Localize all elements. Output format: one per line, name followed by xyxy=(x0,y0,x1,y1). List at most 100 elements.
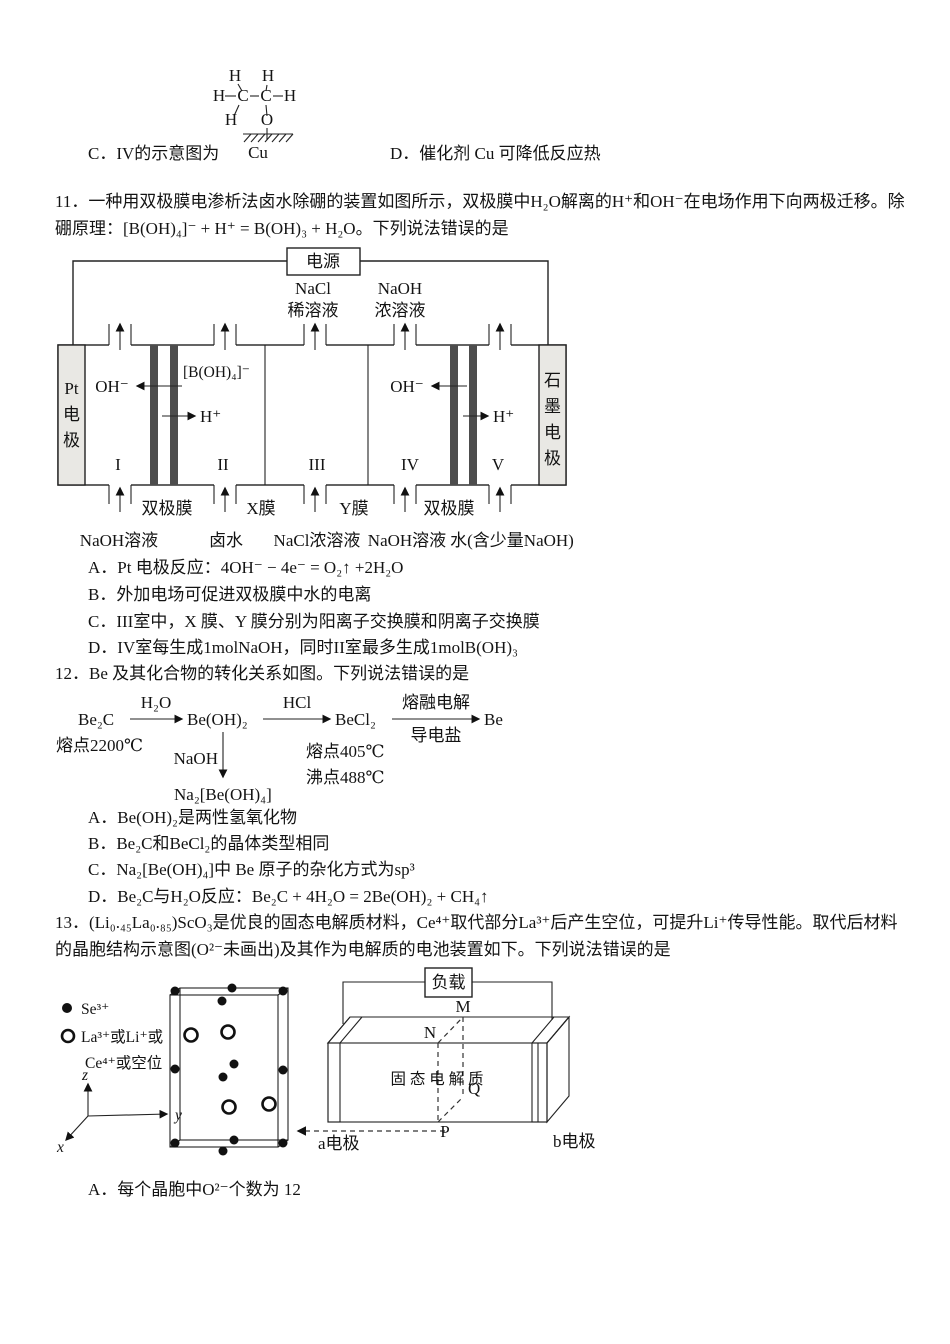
electrode-b-label: b电极 xyxy=(553,1132,596,1151)
membrane-label: 双极膜 xyxy=(142,499,193,518)
ethoxide-structure-figure: H H H C C H H O Cu xyxy=(213,66,296,162)
atom-label-h: H xyxy=(213,86,225,105)
legend-open-dot xyxy=(60,1028,76,1044)
electrodialysis-figure: 电源 NaCl 稀溶液 NaOH 浓溶液 Pt 电 极 石 墨 电 极 O xyxy=(57,247,574,550)
node-be: Be xyxy=(484,710,503,729)
surface-hatching xyxy=(243,133,294,143)
wire-right xyxy=(360,260,549,345)
electrolyte-label: 固 态 电 解 质 xyxy=(390,1070,483,1088)
q12-stem: 12．Be 及其化合物的转化关系如图。下列说法错误的是 xyxy=(55,664,470,683)
outlet-label-naoh: 浓溶液 xyxy=(375,301,426,320)
condition-h2o: H₂O xyxy=(141,693,171,712)
axis-y-label: y xyxy=(173,1107,182,1124)
condition-hcl: HCl xyxy=(283,693,312,712)
bottom-ports xyxy=(108,482,512,512)
node-becl2: BeCl₂ xyxy=(335,710,376,729)
graphite-electrode-label: 电 xyxy=(544,423,561,442)
membrane-label: Y膜 xyxy=(339,499,368,518)
wire-left xyxy=(342,981,425,1024)
node-na2beoh4: Na₂[Be(OH)₄] xyxy=(174,785,272,804)
membrane-label: X膜 xyxy=(246,499,275,518)
graphite-electrode xyxy=(538,344,567,486)
q11-option-c: C．III室中，X 膜、Y 膜分别为阳离子交换膜和阴离子交换膜 xyxy=(88,612,540,631)
bipolar-membrane-1 xyxy=(150,345,158,485)
chamber-label: II xyxy=(217,455,229,474)
wire-right xyxy=(472,981,553,1020)
atom-label-h: H xyxy=(262,66,274,85)
section-plane-dashed xyxy=(437,1016,464,1123)
electrolyte-slab xyxy=(326,1015,571,1124)
legend-filled-label: Se³⁺ xyxy=(81,1001,109,1018)
oh-ion-label: OH⁻ xyxy=(95,377,129,396)
q11-stem-line2: 硼原理：[B(OH)₄]⁻ + H⁺ = B(OH)₃ + H₂O。下列说法错误… xyxy=(55,219,509,238)
atom-label-h: H xyxy=(284,86,296,105)
condition-naoh: NaOH xyxy=(174,749,218,768)
pt-electrode-label: 极 xyxy=(63,431,80,450)
atom-label-h: H xyxy=(229,66,241,85)
membrane-label: 双极膜 xyxy=(424,499,475,518)
outlet-label-naoh: NaOH xyxy=(378,279,422,298)
q13-figures: Se³⁺ La³⁺或Li⁺或 Ce⁴⁺或空位 z y x xyxy=(56,967,596,1156)
q13-option-a: A．每个晶胞中O²⁻个数为 12 xyxy=(88,1180,301,1199)
q10-option-c: C．IV的示意图为 xyxy=(88,144,220,163)
condition-conductive-salt: 导电盐 xyxy=(411,726,462,745)
outlet-label-nacl: NaCl xyxy=(295,279,331,298)
q13-stem-line1: 13．(Li₀.₄₅La₀.₈₅)ScO₃是优良的固态电解质材料，Ce⁴⁺取代部… xyxy=(55,913,898,932)
unit-cell-box xyxy=(169,987,289,1148)
graphite-electrode-label: 墨 xyxy=(544,397,561,416)
feed-label: NaCl浓溶液 xyxy=(274,531,361,550)
axis-z-label: z xyxy=(81,1067,88,1084)
q12-option-b: B．Be₂C和BeCl₂的晶体类型相同 xyxy=(88,834,330,853)
q11-option-a: A．Pt 电极反应：4OH⁻ − 4e⁻ = O₂↑ +2H₂O xyxy=(88,558,404,577)
bipolar-membrane-2 xyxy=(469,345,477,485)
bond-lines xyxy=(225,83,283,140)
q11-option-d: D．IV室每生成1molNaOH，同时II室最多生成1molB(OH)₃ xyxy=(88,638,518,657)
pt-electrode xyxy=(57,344,86,486)
node-be2c: Be₂C xyxy=(78,710,114,729)
pt-electrode-label: 电 xyxy=(63,405,80,424)
power-supply-label: 电源 xyxy=(306,252,340,271)
feed-label: NaOH溶液 xyxy=(368,531,446,550)
cell-open-atoms xyxy=(183,1024,277,1115)
chamber-label: I xyxy=(115,455,121,474)
condition-electrolysis: 熔融电解 xyxy=(402,693,470,712)
feed-label: NaOH溶液 xyxy=(80,531,158,550)
q11-stem-line1: 11．一种用双极膜电渗析法卤水除硼的装置如图所示，双极膜中H₂O解离的H⁺和OH… xyxy=(55,192,905,211)
wire-left xyxy=(72,260,287,345)
borate-ion-label: [B(OH)₄]⁻ xyxy=(183,364,250,381)
be-conversion-figure: Be₂C 熔点2200℃ H₂O Be(OH)₂ HCl BeCl₂ 熔点405… xyxy=(56,693,503,804)
q12-option-c: C．Na₂[Be(OH)₄]中 Be 原子的杂化方式为sp³ xyxy=(88,860,415,879)
bipolar-membrane-1 xyxy=(170,345,178,485)
load-label: 负载 xyxy=(432,973,466,992)
atom-label-h: H xyxy=(225,110,237,129)
legend-open-label: La³⁺或Li⁺或 xyxy=(81,1028,163,1046)
q13-stem-line2: 的晶胞结构示意图(O²⁻未画出)及其作为电解质的电池装置如下。下列说法错误的是 xyxy=(55,940,671,959)
chamber-label: IV xyxy=(401,455,420,474)
cell-filled-atoms xyxy=(170,983,288,1156)
top-ports xyxy=(108,322,512,350)
note-boiling-becl2: 沸点488℃ xyxy=(306,768,385,787)
atom-label-o: O xyxy=(261,110,273,129)
point-n-label: N xyxy=(424,1023,436,1042)
bipolar-membrane-2 xyxy=(450,345,458,485)
chamber-label: III xyxy=(309,455,326,474)
note-melting-becl2: 熔点405℃ xyxy=(306,742,385,761)
q11-option-b: B．外加电场可促进双极膜中水的电离 xyxy=(88,585,372,604)
feed-label: 水(含少量NaOH) xyxy=(450,531,574,550)
axis-x-label: x xyxy=(56,1139,64,1156)
point-p-label: P xyxy=(440,1122,449,1141)
oh-ion-label: OH⁻ xyxy=(390,377,424,396)
pt-electrode-label: Pt xyxy=(64,379,78,398)
note-melting-be2c: 熔点2200℃ xyxy=(56,736,143,755)
h-ion-label: H⁺ xyxy=(200,407,221,426)
chamber-label: V xyxy=(492,455,505,474)
h-ion-label: H⁺ xyxy=(493,407,514,426)
node-beoh2: Be(OH)₂ xyxy=(187,710,248,729)
outlet-label-nacl: 稀溶液 xyxy=(288,301,339,320)
axis-y xyxy=(87,1109,169,1119)
electrode-a-label: a电极 xyxy=(318,1134,360,1153)
legend-open-label2: Ce⁴⁺或空位 xyxy=(85,1054,162,1072)
atom-label-c: C xyxy=(260,86,271,105)
atom-label-c: C xyxy=(237,86,248,105)
